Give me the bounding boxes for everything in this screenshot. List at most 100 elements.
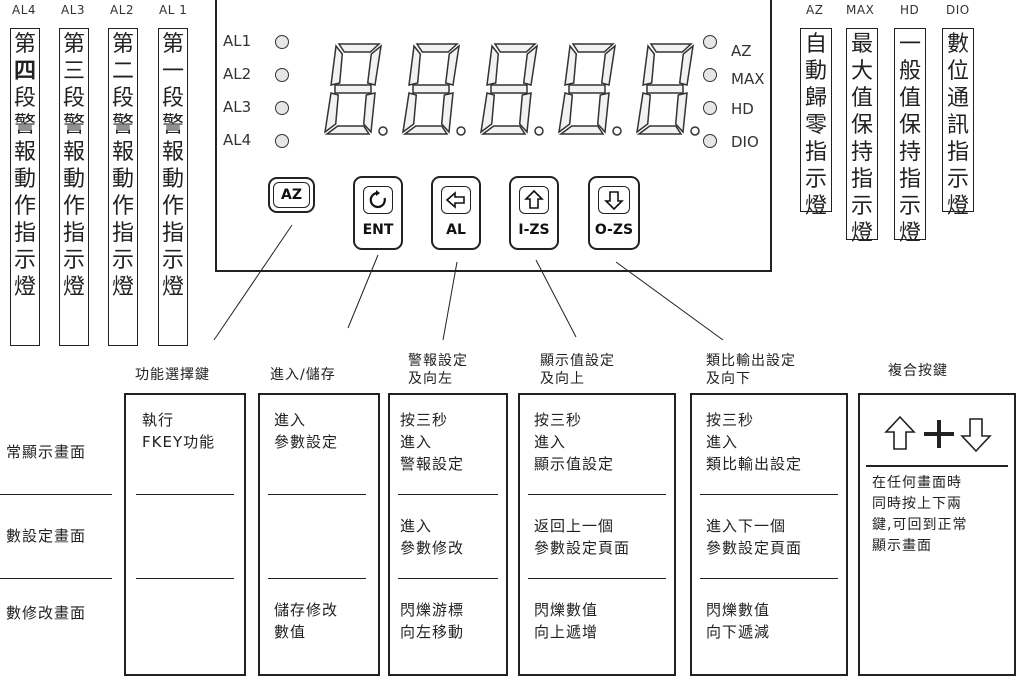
indicator-char: 指 — [111, 221, 134, 246]
indicator-char: 示 — [804, 167, 827, 192]
indicator-char: 四 — [13, 59, 36, 84]
indicator-char: 最 — [850, 32, 873, 57]
segment-lower-right — [362, 92, 376, 134]
ent-key-label: ENT — [362, 222, 394, 238]
segment-upper-left — [564, 44, 578, 86]
az-led-label: AZ — [731, 42, 752, 60]
segment-middle — [646, 84, 684, 94]
al4-led-label: AL4 — [223, 131, 252, 149]
segment-lower-right — [440, 92, 454, 134]
indicator-char: 第 — [62, 32, 85, 57]
alarm-set-caption-line1: 警報設定 — [408, 353, 468, 369]
indicator-char: 警 — [111, 113, 134, 138]
al-set-text: 進入 參數修改 — [400, 517, 465, 557]
ent-key[interactable]: ENT — [353, 176, 403, 250]
up-function-box: 按三秒 進入 顯示值設定 返回上一個 參數設定頁面 閃爍數值 向上遞增 — [518, 393, 676, 676]
decimal-point — [378, 126, 388, 136]
segment-lower-left — [635, 92, 652, 134]
segment-bottom — [558, 125, 605, 135]
indicator-char: 持 — [898, 140, 921, 165]
indicator-char: 動 — [804, 59, 827, 84]
indicator-char: 燈 — [62, 275, 85, 300]
divider — [528, 494, 666, 495]
combo-key-caption: 複合按鍵 — [888, 363, 948, 379]
combo-function-box: 在任何畫面時 同時按上下兩 鍵,可回到正常 顯示畫面 — [858, 393, 1016, 676]
segment-bottom — [636, 125, 683, 135]
decimal-point — [534, 126, 544, 136]
indicator-char: 動 — [111, 167, 134, 192]
ent-function-box: 進入 參數設定 儲存修改 數值 — [258, 393, 380, 676]
ozs-key[interactable]: O-ZS — [588, 176, 640, 250]
indicator-char: 段 — [161, 86, 184, 111]
indicator-char: 報 — [13, 140, 36, 165]
divider — [268, 578, 366, 579]
indicator-char: 報 — [161, 140, 184, 165]
up-modify-text: 閃爍數值 向上遞增 — [534, 601, 599, 641]
indicator-char: 報 — [111, 140, 134, 165]
indicator-char: 燈 — [161, 275, 184, 300]
hd-led — [703, 101, 717, 115]
al-key-label: AL — [446, 222, 466, 238]
segment-middle — [334, 84, 372, 94]
indicator-char: 般 — [898, 59, 921, 84]
al-key[interactable]: AL — [431, 176, 481, 250]
segment-upper-left — [642, 44, 656, 86]
segment-lower-right — [674, 92, 688, 134]
segment-top — [649, 43, 693, 53]
indicator-char: 警 — [13, 113, 36, 138]
dio-top-label: DIO — [946, 3, 970, 17]
indicator-char: 指 — [804, 140, 827, 165]
indicator-char: 燈 — [13, 275, 36, 300]
indicator-char: 大 — [850, 59, 873, 84]
al-function-box: 按三秒 進入 警報設定 進入 參數修改 閃爍游標 向左移動 — [388, 393, 508, 676]
up-set-text: 返回上一個 參數設定頁面 — [534, 517, 631, 557]
indicator-char: 第 — [161, 32, 184, 57]
indicator-char: 警 — [62, 113, 85, 138]
indicator-char: 歸 — [804, 86, 827, 111]
al3-led — [275, 101, 289, 115]
down-normal-text: 按三秒 進入 類比輸出設定 — [706, 411, 803, 473]
enter-save-caption: 進入/儲存 — [270, 367, 336, 383]
indicator-char: 保 — [850, 113, 873, 138]
indicator-char: 示 — [62, 248, 85, 273]
al3-indicator-box: 第三段警報動作指示燈 — [59, 28, 89, 346]
segment-upper-right — [444, 44, 461, 86]
segment-lower-left — [557, 92, 574, 134]
row-divider-left-1 — [0, 494, 112, 495]
up-plus-down-icon — [884, 415, 992, 453]
display-set-caption-line2: 及向上 — [540, 371, 585, 387]
indicator-char: 段 — [62, 86, 85, 111]
auto-zero-indicator-box: 自動歸零指示燈 — [800, 28, 832, 219]
ent-modify-text: 儲存修改 數值 — [274, 601, 339, 641]
indicator-char: 燈 — [898, 221, 921, 246]
analog-set-caption-line2: 及向下 — [706, 371, 751, 387]
hd-led-label: HD — [731, 100, 754, 118]
indicator-char: 指 — [13, 221, 36, 246]
indicator-char: 示 — [161, 248, 184, 273]
indicator-char: 段 — [13, 86, 36, 111]
indicator-char: 燈 — [946, 194, 969, 219]
indicator-char: 段 — [111, 86, 134, 111]
al1-led — [275, 35, 289, 49]
seven-segment-display — [323, 43, 700, 136]
al3-led-label: AL3 — [223, 98, 252, 116]
izs-key[interactable]: I-ZS — [509, 176, 559, 250]
indicator-char: 作 — [111, 194, 134, 219]
indicator-char: 二 — [111, 59, 134, 84]
ent-normal-text: 進入 參數設定 — [274, 411, 339, 451]
al4-led — [275, 134, 289, 148]
indicator-char: 作 — [62, 194, 85, 219]
indicator-char: 位 — [946, 59, 969, 84]
indicator-char: 指 — [161, 221, 184, 246]
segment-bottom — [480, 125, 527, 135]
az-key[interactable]: AZ — [268, 177, 315, 213]
indicator-char: 燈 — [850, 221, 873, 246]
izs-key-label: I-ZS — [518, 222, 550, 238]
segment-upper-left — [408, 44, 422, 86]
segment-upper-right — [678, 44, 695, 86]
indicator-char: 示 — [111, 248, 134, 273]
az-top-label: AZ — [806, 3, 824, 17]
param-modify-row-label: 數修改畫面 — [6, 604, 87, 622]
indicator-char: 動 — [62, 167, 85, 192]
